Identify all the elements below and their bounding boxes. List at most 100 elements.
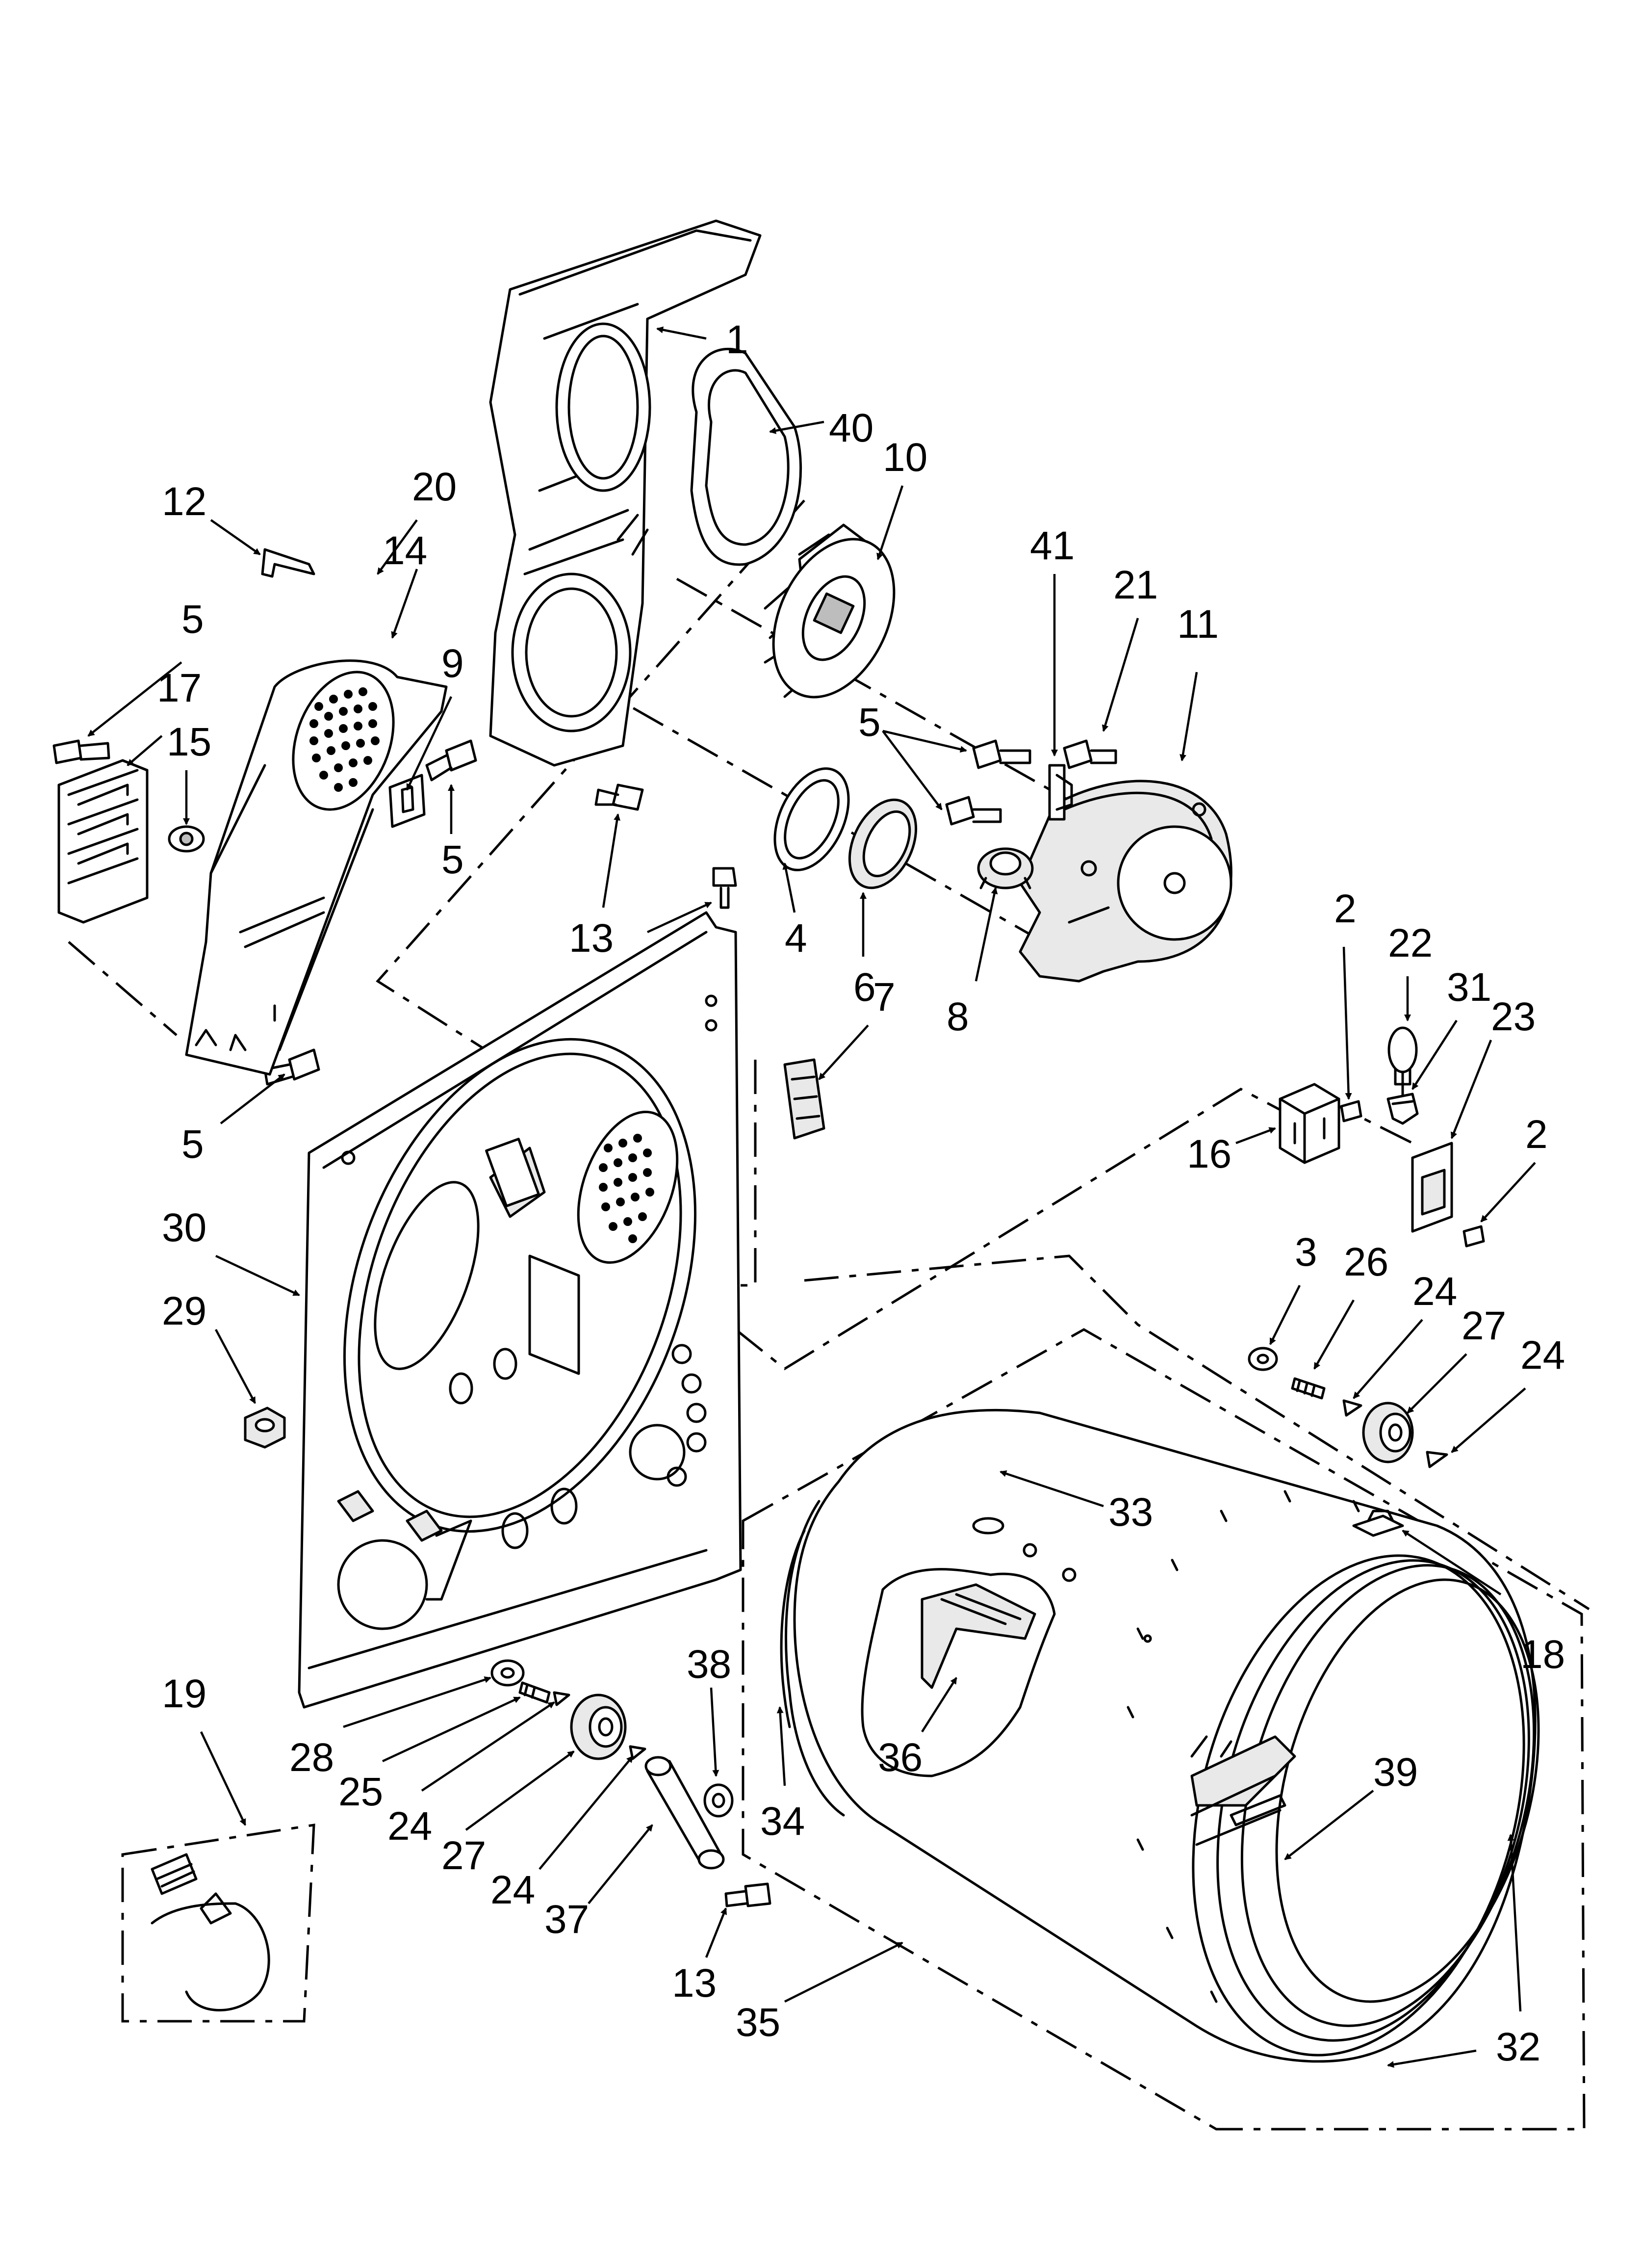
callout-27-left: 27 xyxy=(441,1833,486,1878)
roller-assembly-left xyxy=(490,1659,646,1760)
kit-19 xyxy=(121,1824,315,2023)
nut-29 xyxy=(244,1407,286,1449)
callout-7: 7 xyxy=(873,975,896,1019)
kit-connector xyxy=(151,1853,198,1895)
callout-21: 21 xyxy=(1113,563,1158,607)
callout-14: 14 xyxy=(383,528,427,573)
screw-21 xyxy=(1063,739,1117,769)
clip-24-right-a xyxy=(1342,1399,1362,1417)
callout-30: 30 xyxy=(162,1205,206,1250)
clip-24-left-b xyxy=(629,1745,646,1760)
socket-31 xyxy=(1386,1093,1419,1125)
callout-15: 15 xyxy=(167,720,211,764)
callout-34: 34 xyxy=(760,1799,805,1844)
blower-duct-housing xyxy=(489,219,762,767)
roller-assembly-right xyxy=(1248,1347,1448,1468)
callout-31: 31 xyxy=(1447,965,1491,1010)
roller-27-right xyxy=(1362,1402,1414,1463)
drum-baffle-36 xyxy=(861,1568,1056,1777)
exhaust-duct xyxy=(185,659,448,1076)
clip-24-right-b xyxy=(1426,1451,1448,1468)
sensor-8 xyxy=(977,847,1034,889)
roller-27-left xyxy=(570,1694,627,1760)
leg-37 xyxy=(644,1756,725,1870)
callout-8: 8 xyxy=(947,994,969,1039)
callout-24-right-a: 24 xyxy=(1412,1269,1457,1314)
thermal-fuse xyxy=(388,774,426,828)
screw-13-upper xyxy=(594,783,644,811)
clip-18 xyxy=(1352,1510,1404,1537)
washer-38 xyxy=(703,1783,734,1818)
callout-36: 36 xyxy=(878,1735,923,1780)
callout-4: 4 xyxy=(785,916,807,961)
callout-5-lower: 5 xyxy=(181,1122,204,1167)
shaft-25 xyxy=(518,1681,551,1704)
callout-35: 35 xyxy=(736,2000,780,2045)
callout-39: 39 xyxy=(1373,1750,1418,1795)
blower-housing xyxy=(1019,780,1232,983)
screw-13-lower xyxy=(724,1882,771,1907)
callout-24-left-a: 24 xyxy=(387,1804,432,1849)
callout-20: 20 xyxy=(412,465,457,509)
callout-26: 26 xyxy=(1344,1240,1388,1284)
callout-19: 19 xyxy=(162,1671,206,1716)
shaft-26 xyxy=(1291,1377,1326,1400)
screw-5-blower-b xyxy=(945,796,1002,826)
bearing-6 xyxy=(848,798,918,889)
callout-5-blower: 5 xyxy=(858,700,881,745)
screw-2-upper xyxy=(1340,1100,1362,1122)
screw-13-top-panel xyxy=(712,867,737,909)
callout-24-right-b: 24 xyxy=(1520,1333,1565,1378)
moisture-sensor-7 xyxy=(783,1058,825,1140)
blower-wheel xyxy=(764,523,896,699)
callout-41: 41 xyxy=(1030,523,1075,568)
callout-29: 29 xyxy=(162,1289,206,1333)
callout-17: 17 xyxy=(157,666,202,710)
front-bulkhead xyxy=(298,911,742,1709)
callout-12: 12 xyxy=(162,479,206,524)
callout-11: 11 xyxy=(1177,602,1219,647)
callout-40: 40 xyxy=(829,406,873,450)
callout-38: 38 xyxy=(687,1642,731,1687)
leader-lines xyxy=(87,326,1536,2068)
callout-37: 37 xyxy=(544,1897,589,1942)
callout-27-right: 27 xyxy=(1462,1303,1506,1348)
callout-28: 28 xyxy=(289,1735,334,1780)
duct-seal xyxy=(690,347,802,566)
callout-5-left: 5 xyxy=(181,597,204,642)
callout-16: 16 xyxy=(1187,1132,1232,1176)
callout-13-lower: 13 xyxy=(672,1961,717,2006)
kit-wire xyxy=(151,1892,270,2011)
callout-25: 25 xyxy=(338,1770,383,1814)
plate-23 xyxy=(1411,1142,1453,1233)
screw-2-lower xyxy=(1462,1225,1485,1248)
glide-39 xyxy=(1230,1794,1286,1826)
callout-10: 10 xyxy=(883,435,927,480)
callout-22: 22 xyxy=(1388,921,1433,965)
housing-clip xyxy=(1048,764,1073,821)
callout-labels: 1 40 10 12 20 14 41 21 11 5 17 15 9 5 5 … xyxy=(157,317,1565,2069)
callout-2-lower: 2 xyxy=(1525,1112,1548,1157)
bearing-seal xyxy=(773,767,850,871)
washer-3 xyxy=(1248,1347,1278,1371)
lint-screen-holes xyxy=(309,687,380,792)
callout-18: 18 xyxy=(1520,1632,1565,1677)
callout-13-upper: 13 xyxy=(569,916,614,961)
assembly-guide-lines xyxy=(68,499,1590,2131)
heater-element xyxy=(57,759,149,924)
callout-32: 32 xyxy=(1496,2025,1540,2069)
callout-33: 33 xyxy=(1108,1490,1153,1535)
bulkhead-lint-holes xyxy=(599,1134,654,1243)
callout-24-left-b: 24 xyxy=(490,1868,535,1912)
bracket-12 xyxy=(261,548,315,578)
callout-2-upper: 2 xyxy=(1334,886,1357,931)
callout-9: 9 xyxy=(441,641,464,686)
screw-5-blower-a xyxy=(972,739,1031,769)
callout-3: 3 xyxy=(1295,1230,1317,1275)
callout-5-mid: 5 xyxy=(441,837,464,882)
clip-24-left-a xyxy=(553,1691,570,1706)
screw-5-mid xyxy=(425,739,477,782)
callout-1: 1 xyxy=(726,317,748,362)
screw-5-left xyxy=(52,739,110,764)
